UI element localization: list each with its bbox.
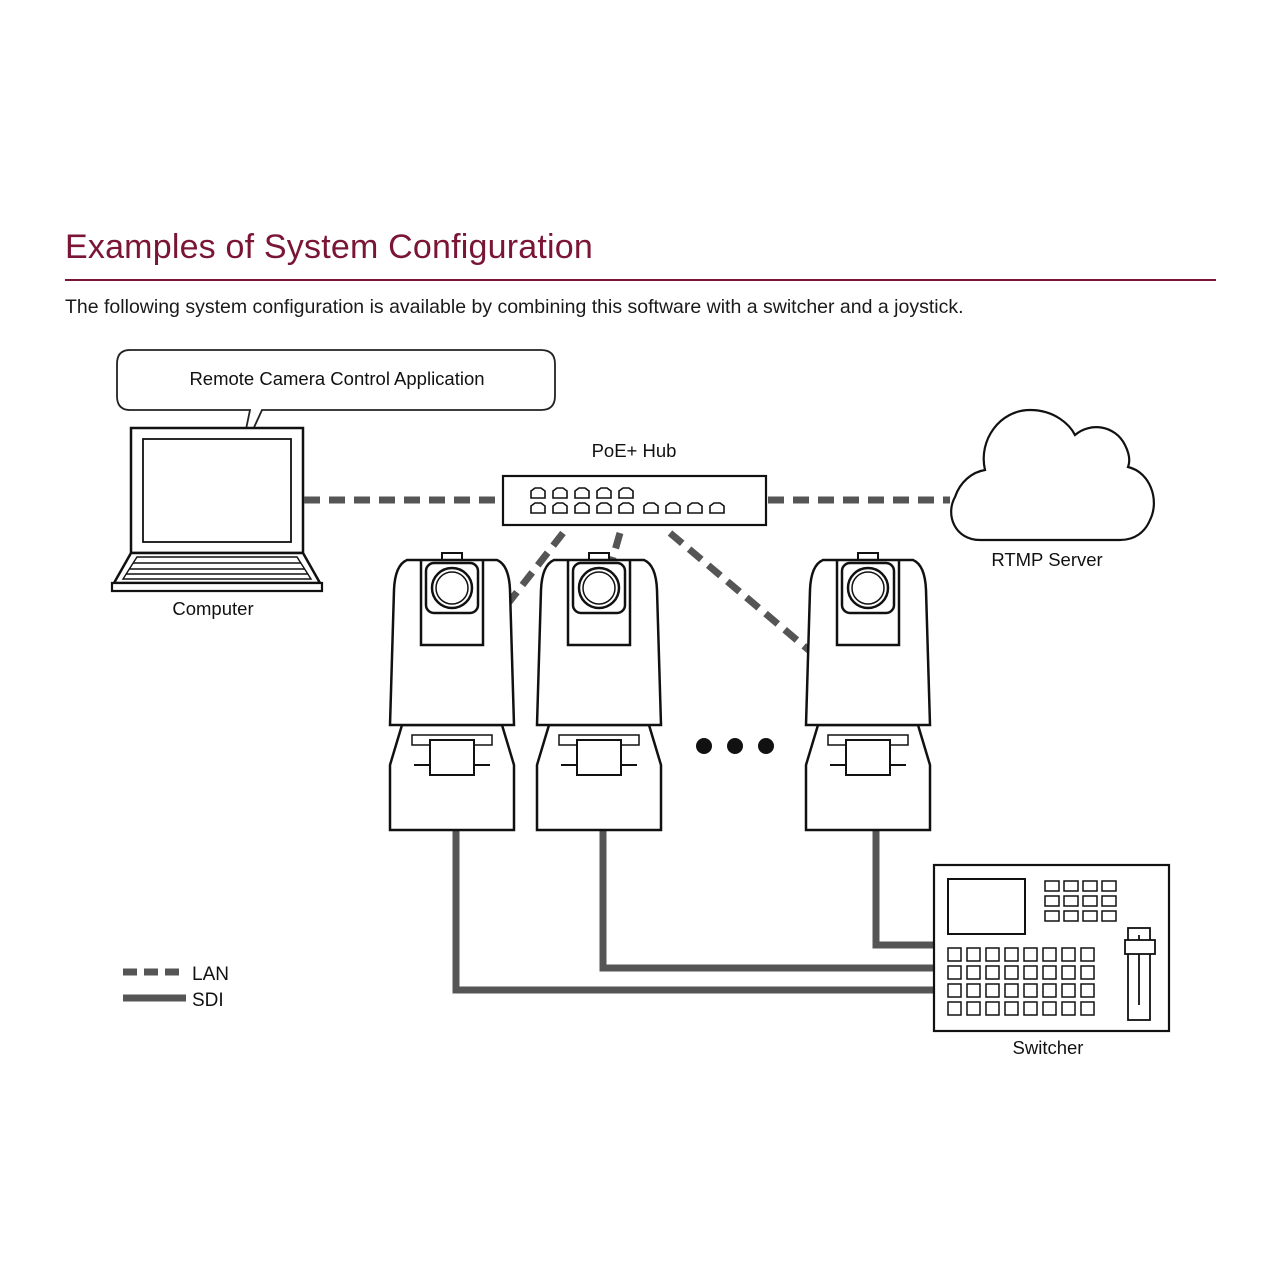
sdi-links <box>452 830 935 994</box>
callout-label: Remote Camera Control Application <box>189 368 484 389</box>
page-title: Examples of System Configuration <box>65 228 593 266</box>
laptop-icon <box>110 426 324 593</box>
ellipsis-icon <box>696 738 774 754</box>
ptz-camera-icon <box>798 551 932 832</box>
intro-text: The following system configuration is av… <box>65 296 964 318</box>
poe-hub-icon <box>501 474 768 527</box>
ptz-camera-icon <box>382 551 516 832</box>
ptz-camera-icon <box>529 551 663 832</box>
switcher-label: Switcher <box>1013 1037 1084 1058</box>
switcher-icon <box>932 863 1171 1033</box>
hub-label: PoE+ Hub <box>592 440 677 461</box>
computer-label: Computer <box>172 598 253 619</box>
legend: LAN SDI <box>123 964 229 1011</box>
sdi-link-camera-3 <box>872 830 935 949</box>
server-label: RTMP Server <box>991 549 1102 570</box>
cloud-icon <box>950 408 1155 542</box>
lan-link-hub-camera-3 <box>667 530 833 671</box>
legend-sdi-label: SDI <box>192 990 224 1011</box>
sdi-link-camera-2 <box>599 830 935 972</box>
legend-lan-label: LAN <box>192 964 229 985</box>
title-divider <box>65 279 1216 281</box>
sdi-link-camera-1 <box>452 830 935 994</box>
